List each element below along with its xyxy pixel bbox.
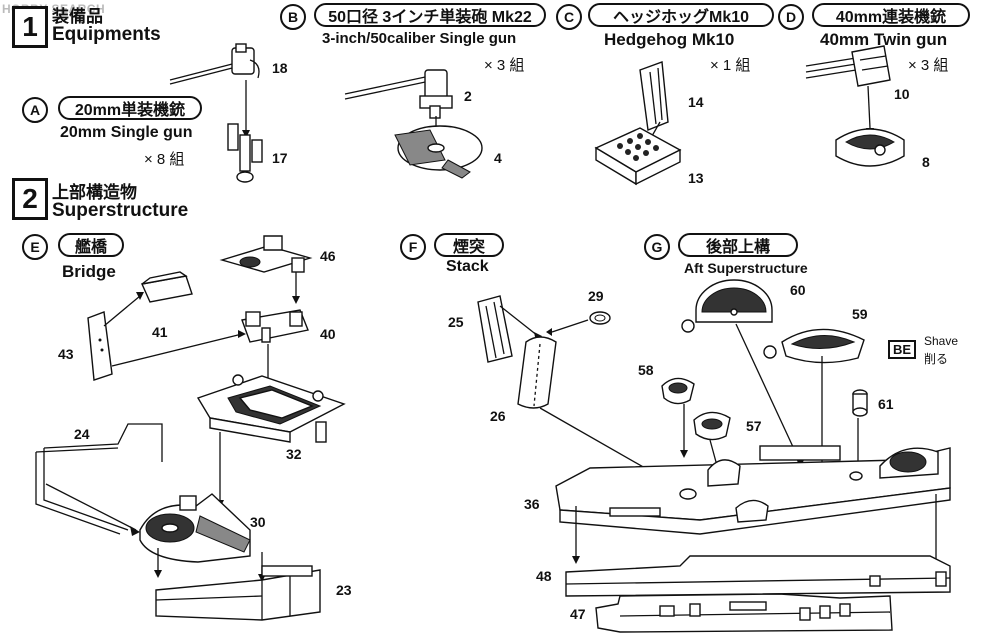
arrow-43-to-41 bbox=[103, 295, 141, 327]
part-48-base-plate bbox=[565, 555, 951, 597]
part-25-stack-cap bbox=[477, 295, 513, 363]
shave-label-jp: 削る bbox=[924, 352, 949, 366]
arrow-43-to-40 bbox=[111, 333, 243, 367]
part-57-fitting bbox=[693, 411, 731, 441]
section-c-marker: C bbox=[556, 4, 582, 30]
part-label-25: 25 bbox=[448, 314, 464, 330]
part-label-43: 43 bbox=[58, 346, 74, 362]
part-label-58: 58 bbox=[638, 362, 654, 378]
section-a-title-jp: 20mm単装機銃 bbox=[58, 96, 202, 120]
section-b-quantity: × 3 組 bbox=[484, 57, 525, 74]
step-1-title-en: Equipments bbox=[52, 24, 161, 45]
part-label-60: 60 bbox=[790, 282, 806, 298]
part-label-26: 26 bbox=[490, 408, 506, 424]
part-36-deck bbox=[555, 445, 951, 535]
section-a-title-en: 20mm Single gun bbox=[60, 124, 193, 141]
step-2-title-en: Superstructure bbox=[52, 200, 189, 221]
section-b-title-jp: 50口径 3インチ単装砲 Mk22 bbox=[314, 3, 546, 27]
section-e-marker: E bbox=[22, 234, 48, 260]
step-1-title-jp: 装備品 bbox=[52, 7, 103, 26]
part-24-rail bbox=[35, 423, 163, 535]
section-f-marker: F bbox=[400, 234, 426, 260]
part-18-gun-barrel bbox=[169, 43, 260, 85]
section-d-title-jp: 40mm連装機銃 bbox=[812, 3, 970, 27]
part-40-bridge-deck bbox=[241, 309, 309, 343]
section-c-title-en: Hedgehog Mk10 bbox=[604, 30, 735, 49]
shave-label-en: Shave bbox=[924, 334, 959, 348]
part-label-57: 57 bbox=[746, 418, 762, 434]
part-label-29: 29 bbox=[588, 288, 604, 304]
part-4-gun-base bbox=[394, 125, 483, 179]
step-2-number: 2 bbox=[12, 178, 48, 220]
part-8-gun-tub bbox=[835, 128, 905, 167]
section-b-marker: B bbox=[280, 4, 306, 30]
arrow-24-to-30 bbox=[45, 483, 137, 531]
section-b-title-en: 3-inch/50caliber Single gun bbox=[322, 30, 517, 47]
part-10-twin-gun bbox=[805, 45, 891, 87]
section-c-title-jp: ヘッジホッグMk10 bbox=[588, 3, 774, 27]
section-g-title-en: Aft Superstructure bbox=[684, 260, 808, 276]
part-29-ring bbox=[589, 311, 611, 325]
part-label-4: 4 bbox=[494, 150, 502, 166]
part-17-pedestal bbox=[227, 123, 263, 183]
part-label-48: 48 bbox=[536, 568, 552, 584]
part-30-platform bbox=[139, 493, 251, 563]
step-2-title-jp: 上部構造物 bbox=[52, 183, 137, 202]
section-e-title-en: Bridge bbox=[62, 262, 116, 281]
part-label-2: 2 bbox=[464, 88, 472, 104]
part-label-13: 13 bbox=[688, 170, 704, 186]
part-13-launcher-base bbox=[594, 127, 682, 186]
section-d-title-en: 40mm Twin gun bbox=[820, 30, 948, 49]
part-label-46: 46 bbox=[320, 248, 336, 264]
part-label-32: 32 bbox=[286, 446, 302, 462]
part-58-fitting bbox=[661, 377, 695, 405]
part-label-23: 23 bbox=[336, 582, 352, 598]
section-c-quantity: × 1 組 bbox=[710, 57, 751, 74]
section-g-title-jp: 後部上構 bbox=[678, 233, 798, 257]
part-label-18: 18 bbox=[272, 60, 288, 76]
part-41-block bbox=[140, 271, 193, 303]
part-label-41: 41 bbox=[152, 324, 168, 340]
part-label-30: 30 bbox=[250, 514, 266, 530]
part-label-47: 47 bbox=[570, 606, 586, 622]
part-label-40: 40 bbox=[320, 326, 336, 342]
part-46-bridge-roof bbox=[219, 235, 313, 273]
section-d-marker: D bbox=[778, 4, 804, 30]
part-60-searchlight-platform bbox=[681, 279, 773, 333]
part-label-36: 36 bbox=[524, 496, 540, 512]
part-43-plate bbox=[87, 311, 113, 381]
section-f-title-en: Stack bbox=[446, 258, 489, 275]
part-47-side-plate bbox=[595, 593, 893, 633]
part-23-bulkhead bbox=[155, 565, 321, 621]
part-label-8: 8 bbox=[922, 154, 930, 170]
part-26-stack bbox=[517, 336, 557, 409]
section-g-marker: G bbox=[644, 234, 670, 260]
section-d-quantity: × 3 組 bbox=[908, 57, 949, 74]
part-32-bridge-base bbox=[196, 374, 346, 443]
part-label-59: 59 bbox=[852, 306, 868, 322]
section-e-title-jp: 艦橋 bbox=[58, 233, 124, 257]
part-label-61: 61 bbox=[878, 396, 894, 412]
part-14-launcher-cover bbox=[639, 61, 669, 131]
part-label-24: 24 bbox=[74, 426, 90, 442]
section-a-quantity: × 8 組 bbox=[144, 151, 185, 168]
part-label-14: 14 bbox=[688, 94, 704, 110]
section-f-title-jp: 煙突 bbox=[434, 233, 504, 257]
part-label-17: 17 bbox=[272, 150, 288, 166]
part-label-10: 10 bbox=[894, 86, 910, 102]
step-1-number: 1 bbox=[12, 6, 48, 48]
part-2-gun bbox=[344, 69, 453, 119]
part-59-platform bbox=[763, 328, 865, 364]
section-a-marker: A bbox=[22, 97, 48, 123]
part-61-post bbox=[852, 389, 868, 417]
shave-code-badge: BE bbox=[888, 340, 917, 359]
